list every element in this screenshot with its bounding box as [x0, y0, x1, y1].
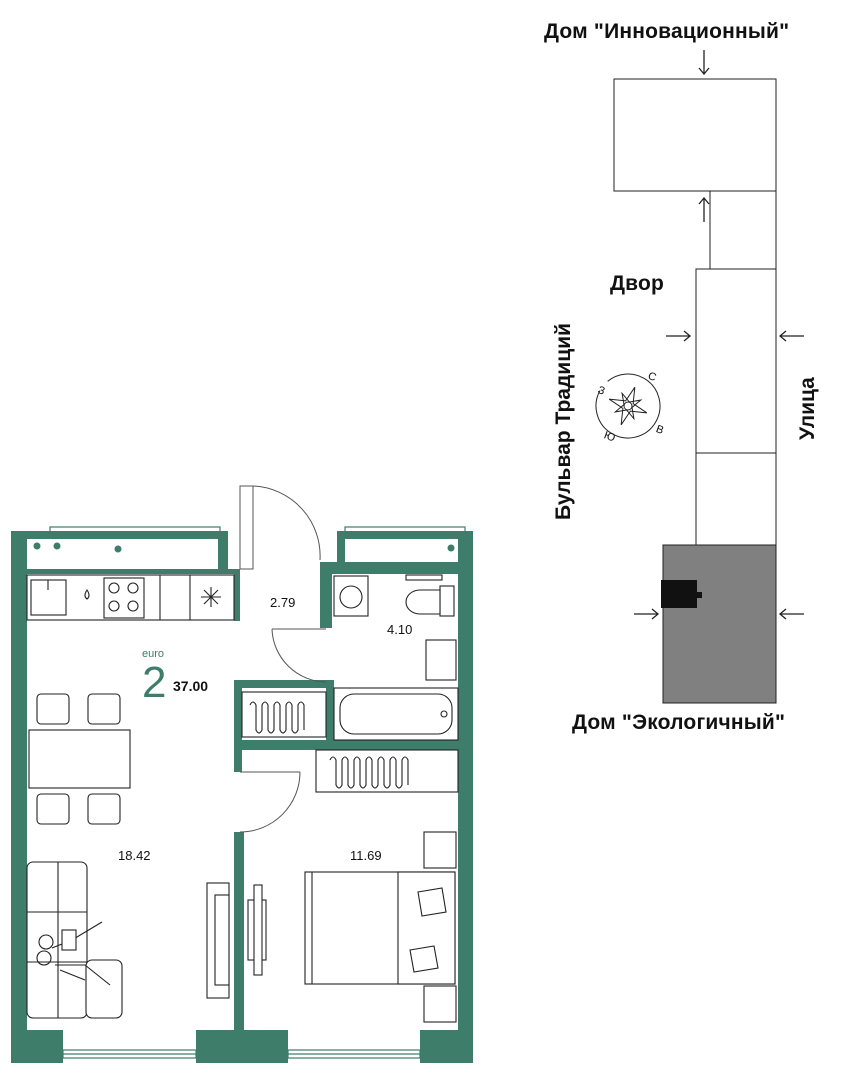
railing-post: [33, 542, 41, 550]
wall-segment: [234, 569, 240, 621]
chair: [36, 693, 70, 725]
total-area: 37.00: [173, 678, 209, 694]
nightstand: [423, 985, 457, 1023]
label-house-innovative: Дом "Инновационный": [544, 20, 790, 43]
hall-wall-top: [234, 680, 334, 688]
balcony-edge: [344, 526, 466, 534]
partition-wall: [234, 832, 244, 1063]
wall-segment: [218, 531, 228, 569]
wall-segment: [337, 531, 345, 569]
building-section: [695, 268, 777, 454]
chair: [36, 793, 70, 825]
arrow-right-icon: [666, 330, 692, 342]
bathtub: [333, 687, 459, 741]
label-yard: Двор: [610, 272, 665, 295]
washing-machine: [333, 575, 369, 617]
dining-table: [28, 729, 131, 789]
arrow-down-icon: [698, 50, 710, 76]
wall-left: [11, 531, 27, 1063]
apartment-marker: [661, 580, 702, 608]
sofa: [26, 861, 123, 1019]
arrow-left-icon: [778, 608, 804, 620]
railing-post: [447, 544, 455, 552]
wall-bottom: [196, 1030, 288, 1063]
railing-post: [53, 542, 61, 550]
compass-rose-icon: [595, 373, 661, 439]
building-innovative: [613, 78, 777, 192]
chair: [87, 793, 121, 825]
area-living: 18.42: [118, 848, 151, 863]
entrance-door[interactable]: [239, 485, 321, 570]
water-drop-icon: [84, 589, 90, 600]
wall-right: [458, 531, 473, 1063]
chair: [87, 693, 121, 725]
arrow-right-icon: [634, 608, 660, 620]
wall-top-right: [337, 531, 473, 539]
stove: [103, 577, 145, 619]
label-house-ecological: Дом "Экологичный": [572, 711, 786, 734]
wardrobe-hall: [241, 691, 327, 738]
wall-bottom: [420, 1030, 473, 1063]
bath-top-wall: [320, 562, 462, 574]
arrow-up-icon: [698, 196, 710, 222]
building-ecological: [662, 544, 777, 704]
area-hall: 2.79: [270, 595, 296, 610]
bath-left-wall: [320, 562, 332, 628]
arrow-left-icon: [778, 330, 804, 342]
balcony-edge: [49, 526, 221, 534]
kitchen-back-wall: [27, 569, 239, 574]
tv-living: [214, 894, 230, 986]
nightstand: [423, 831, 457, 869]
passage-section: [709, 190, 777, 270]
bedroom-top-wall: [234, 740, 462, 750]
bed: [304, 871, 456, 985]
wardrobe-bedroom: [315, 749, 459, 793]
bathroom-door[interactable]: [271, 628, 327, 683]
building-section-2: [695, 452, 777, 546]
apartment-type-label: euro: [142, 648, 165, 660]
bedroom-door[interactable]: [239, 771, 301, 833]
hall-wall: [234, 680, 242, 772]
towel-rail: [405, 574, 443, 581]
room-count: 2: [142, 658, 167, 707]
toilet: [405, 585, 455, 617]
snowflake-icon: [201, 587, 221, 607]
washbasin: [425, 639, 457, 681]
area-bathroom: 4.10: [387, 622, 413, 637]
person-illustration: [36, 921, 111, 986]
railing-post: [114, 545, 122, 553]
tv-bedroom: [253, 884, 263, 976]
area-bedroom: 11.69: [350, 848, 382, 863]
wall-top-left: [11, 531, 226, 539]
wall-segment: [326, 680, 334, 742]
wall-bottom: [11, 1030, 63, 1063]
